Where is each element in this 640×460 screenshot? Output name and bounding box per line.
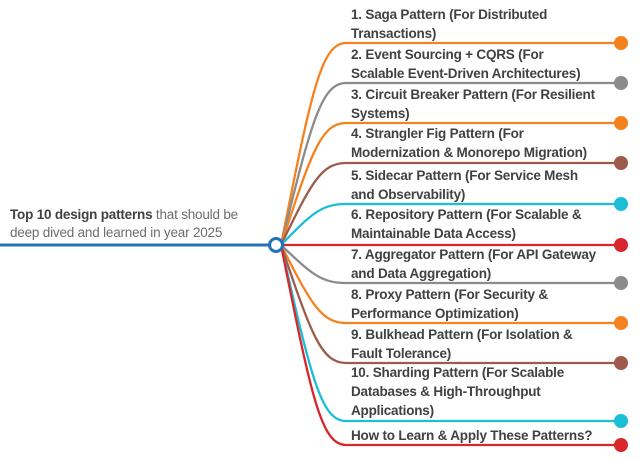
branch-endpoint-dot (614, 156, 628, 170)
branch-endpoint-dot (614, 356, 628, 370)
root-title-line2: deep dived and learned in year 2025 (10, 225, 223, 240)
branch-endpoint-dot (614, 438, 628, 452)
branch-label-line: 9. Bulkhead Pattern (For Isolation & (351, 327, 573, 342)
root-title-line1: Top 10 design patterns that should be (10, 206, 272, 224)
branch-label: 5. Sidecar Pattern (For Service Mesh and … (351, 166, 578, 204)
branch-label-line: 8. Proxy Pattern (For Security & (351, 287, 548, 302)
branch-line (279, 243, 617, 325)
branch-line (279, 121, 617, 247)
branch-label-line: Scalable Event-Driven Architectures) (351, 66, 581, 81)
branch-label: How to Learn & Apply These Patterns? (351, 426, 593, 445)
branch-endpoint-dot (614, 76, 628, 90)
branch-label-line: Performance Optimization) (351, 306, 519, 321)
branch-label-line: 3. Circuit Breaker Pattern (For Resilien… (351, 87, 595, 102)
branch-line (279, 243, 617, 365)
branch-label: 8. Proxy Pattern (For Security & Performa… (351, 285, 548, 323)
branch-label-line: 1. Saga Pattern (For Distributed (351, 7, 548, 22)
branch-label-line: 5. Sidecar Pattern (For Service Mesh (351, 168, 578, 183)
branch-label-line: Applications) (351, 403, 434, 418)
root-node: Top 10 design patterns that should be de… (10, 206, 272, 242)
branch-label-line: Fault Tolerance) (351, 346, 452, 361)
branch-label-line: Maintainable Data Access) (351, 226, 516, 241)
root-title-bold: Top 10 design patterns (10, 207, 153, 222)
branch-label-line: 10. Sharding Pattern (For Scalable (351, 365, 565, 380)
branch-endpoint-dot (614, 414, 628, 428)
branch-endpoint-dot (614, 36, 628, 50)
branch-line (279, 243, 617, 423)
branch-label-line: Modernization & Monorepo Migration) (351, 145, 587, 160)
branch-label-line: and Data Aggregation) (351, 266, 492, 281)
branch-line (279, 243, 617, 447)
branch-label-line: and Observability) (351, 187, 466, 202)
branch-label-line: How to Learn & Apply These Patterns? (351, 428, 593, 443)
branch-line (279, 81, 617, 247)
branch-line (279, 161, 617, 247)
branch-endpoint-dot (614, 316, 628, 330)
branch-label-line: Transactions) (351, 26, 437, 41)
branch-label-line: 4. Strangler Fig Pattern (For (351, 126, 524, 141)
branch-label-line: 2. Event Sourcing + CQRS (For (351, 47, 544, 62)
root-title-rest: that should be (152, 207, 238, 222)
branch-endpoint-dot (614, 116, 628, 130)
branch-endpoint-dot (614, 276, 628, 290)
branch-endpoint-dot (614, 197, 628, 211)
branch-line (279, 202, 617, 247)
branch-line (279, 243, 617, 285)
branch-endpoint-dot (614, 238, 628, 252)
branch-label-line: Databases & High-Throughput (351, 384, 541, 399)
branch-label: 7. Aggregator Pattern (For API Gateway an… (351, 245, 596, 283)
branch-label-line: 7. Aggregator Pattern (For API Gateway (351, 247, 596, 262)
hub-node-circle (268, 237, 284, 253)
branch-label: 3. Circuit Breaker Pattern (For Resilien… (351, 85, 595, 123)
branch-label-line: 6. Repository Pattern (For Scalable & (351, 207, 582, 222)
branch-label: 9. Bulkhead Pattern (For Isolation & Faul… (351, 325, 573, 363)
branch-label: 6. Repository Pattern (For Scalable & Mai… (351, 205, 582, 243)
branch-label-line: Systems) (351, 106, 410, 121)
branch-line (279, 41, 617, 247)
